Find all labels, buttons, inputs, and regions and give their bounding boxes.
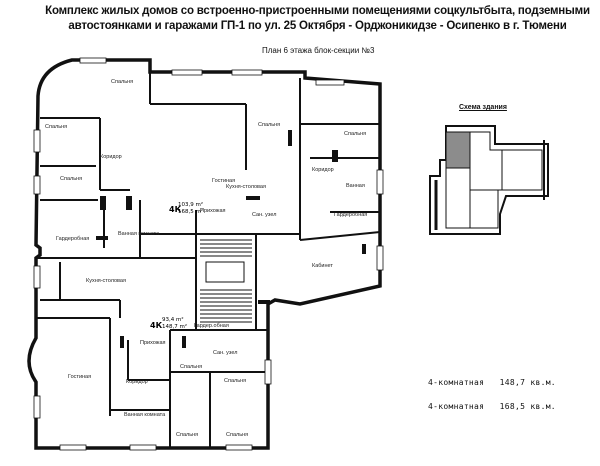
room-bath-e: Ванная — [346, 183, 365, 189]
legend-row-1: 4-комнатная 148,7 кв.м. — [428, 378, 556, 387]
room-bath-w: Ванная комната — [118, 231, 160, 237]
scheme-title: Схема здания — [459, 104, 507, 111]
building-scheme — [429, 125, 549, 235]
room-corridor-1: Коридор — [100, 154, 122, 160]
apt-2-code: 4К — [150, 321, 163, 330]
room-wc-n: Сан. узел — [252, 212, 276, 218]
room-bedroom-s2: Спальня — [224, 378, 246, 384]
room-living-s: Гостиная — [68, 374, 91, 380]
exterior-walls — [27, 58, 382, 450]
page-title: Комплекс жилых домов со встроенно-пристр… — [40, 4, 595, 34]
apt-1-area-living: 103,9 m² — [178, 201, 203, 208]
room-corridor-s: Коридор — [126, 379, 148, 385]
room-dressing-e: Гардеробная — [334, 212, 367, 218]
legend-type-2: 4-комнатная — [428, 402, 485, 411]
legend-area-2: 168,5 кв.м. — [499, 402, 556, 411]
room-bedroom-s3: Спальня — [176, 432, 198, 438]
plan-subtitle: План 6 этажа блок-секции №3 — [262, 46, 375, 55]
room-bedroom-s1: Спальня — [180, 364, 202, 370]
apt-2-area-living: 93,4 m² — [162, 316, 184, 323]
room-labels: Спальня Спальня Спальня Коридор Спальня … — [45, 79, 367, 438]
apartment-tags: 4К 103,9 m² 168,5 m² 4К 93,4 m² 148,7 m² — [150, 201, 203, 330]
room-wc-s: Сан. узел — [213, 350, 237, 356]
apt-1-code: 4К — [169, 205, 182, 214]
legend-row-2: 4-комнатная 168,5 кв.м. — [428, 402, 556, 411]
wall-blocks — [96, 130, 366, 348]
apt-2-area-total: 148,7 m² — [162, 323, 187, 330]
room-bedroom-top: Спальня — [258, 122, 280, 128]
room-dressing-w: Гардеробная — [56, 236, 89, 242]
legend-type-1: 4-комнатная — [428, 378, 485, 387]
room-hall-n: Прихожая — [200, 208, 226, 214]
room-bath-s: Ванная комната — [124, 412, 166, 418]
room-bedroom-w1: Спальня — [45, 124, 67, 130]
room-hall-s: Прихожая — [140, 340, 166, 346]
room-office: Кабинет — [312, 263, 333, 269]
title-line-1: Комплекс жилых домов со встроенно-пристр… — [45, 5, 590, 17]
room-laundry: Гардер.обная — [194, 323, 229, 329]
apt-1-area-total: 168,5 m² — [178, 208, 203, 215]
room-bedroom-s4: Спальня — [226, 432, 248, 438]
stair-core — [195, 233, 257, 331]
room-kitchen-s: Кухня-столовая — [86, 278, 126, 284]
room-bedroom-nw: Спальня — [111, 79, 133, 85]
room-kitchen-n: Кухня-столовая — [226, 184, 266, 190]
room-living-n: Гостиная — [212, 178, 235, 184]
room-corridor-2: Коридор — [312, 167, 334, 173]
legend-area-1: 148,7 кв.м. — [499, 378, 556, 387]
room-bedroom-w2: Спальня — [60, 176, 82, 182]
interior-walls — [36, 72, 381, 448]
title-line-2: автостоянками и гаражами ГП-1 по ул. 25 … — [68, 20, 567, 32]
room-bedroom-ne: Спальня — [344, 131, 366, 137]
windows — [33, 57, 384, 451]
